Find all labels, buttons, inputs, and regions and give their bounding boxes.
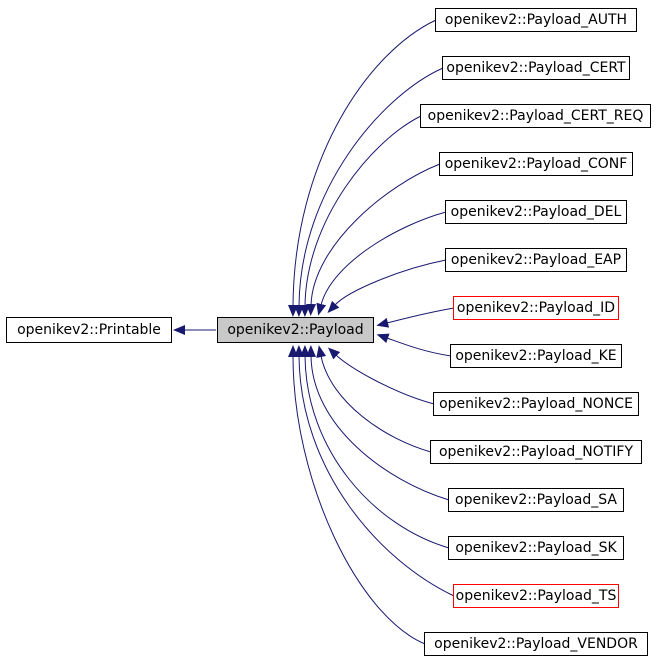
inheritance-edge-payload-ts bbox=[294, 345, 455, 597]
inheritance-edge-payload-auth bbox=[288, 19, 437, 317]
inheritance-edge-payload-sa bbox=[306, 345, 450, 501]
class-box-payload-cert-req[interactable]: openikev2::Payload_CERT_REQ bbox=[420, 104, 651, 128]
inheritance-edge-payload-vendor bbox=[288, 345, 426, 645]
inheritance-edge-payload-sk bbox=[300, 345, 450, 549]
class-box-payload-ts[interactable]: openikev2::Payload_TS bbox=[453, 584, 619, 608]
inheritance-edge-payload-cert-req bbox=[300, 115, 422, 317]
inheritance-edge-payload-ke bbox=[376, 333, 452, 357]
class-box-payload-id[interactable]: openikev2::Payload_ID bbox=[453, 296, 619, 320]
class-box-printable[interactable]: openikev2::Printable bbox=[6, 317, 172, 343]
class-box-payload-sa[interactable]: openikev2::Payload_SA bbox=[448, 488, 624, 512]
class-box-payload-notify[interactable]: openikev2::Payload_NOTIFY bbox=[430, 440, 642, 464]
class-box-payload-vendor[interactable]: openikev2::Payload_VENDOR bbox=[424, 632, 648, 656]
class-box-payload-del[interactable]: openikev2::Payload_DEL bbox=[445, 200, 627, 224]
inheritance-edge-payload-notify bbox=[316, 345, 432, 453]
inheritance-edge-payload-conf bbox=[306, 163, 441, 316]
inheritance-edge-payload-id bbox=[376, 307, 455, 328]
class-box-payload-eap[interactable]: openikev2::Payload_EAP bbox=[445, 248, 627, 272]
inheritance-edge-payload-cert bbox=[294, 67, 444, 317]
class-box-payload: openikev2::Payload bbox=[217, 317, 374, 343]
class-box-payload-auth[interactable]: openikev2::Payload_AUTH bbox=[435, 8, 637, 32]
class-box-payload-sk[interactable]: openikev2::Payload_SK bbox=[448, 536, 624, 560]
class-box-payload-ke[interactable]: openikev2::Payload_KE bbox=[450, 344, 622, 368]
class-box-payload-conf[interactable]: openikev2::Payload_CONF bbox=[439, 152, 633, 176]
inheritance-edge-payload-eap bbox=[327, 259, 447, 314]
inheritance-edge-payload-del bbox=[316, 211, 447, 316]
inheritance-edge-payload-nonce bbox=[327, 347, 435, 405]
class-box-payload-cert[interactable]: openikev2::Payload_CERT bbox=[442, 56, 630, 80]
class-box-payload-nonce[interactable]: openikev2::Payload_NONCE bbox=[433, 392, 639, 416]
